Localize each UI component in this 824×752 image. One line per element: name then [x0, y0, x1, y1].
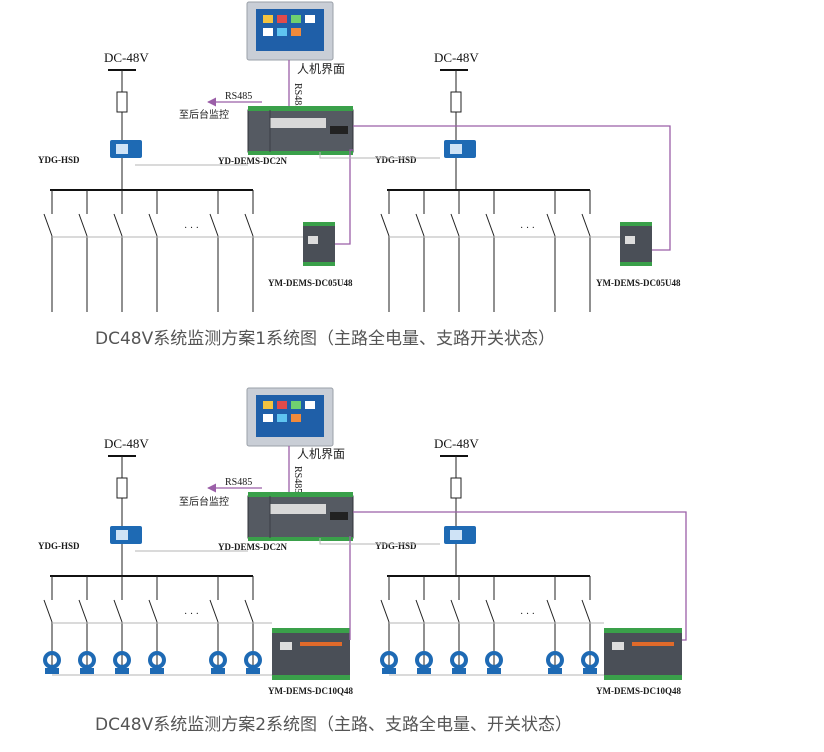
fuse-icon: [450, 477, 462, 499]
scheme-2-caption: DC48V系统监测方案2系统图（主路、支路全电量、开关状态）: [95, 715, 572, 735]
controller-module-icon: [247, 492, 354, 541]
left-module-label: YM-DEMS-DC10Q48: [268, 686, 353, 696]
controller-module-icon: [247, 106, 354, 155]
controller-label: YD-DEMS-DC2N: [218, 542, 287, 552]
scheme-1-caption: DC48V系统监测方案1系统图（主路全电量、支路开关状态）: [95, 329, 555, 349]
rs485-arrow-label: RS485: [225, 91, 252, 102]
left-ellipsis: · · ·: [184, 609, 199, 620]
rs485-arrow-label: RS485: [225, 477, 252, 488]
current-transformer-icon: [380, 651, 599, 674]
right-ellipsis: · · ·: [520, 223, 535, 234]
left-module-icon: [303, 222, 335, 266]
hmi-touchscreen-icon: [246, 387, 334, 447]
hall-sensor-icon: [444, 140, 476, 158]
right-module-label: YM-DEMS-DC05U48: [596, 278, 681, 288]
hmi-touchscreen-icon: [246, 1, 334, 61]
left-sensor-label: YDG-HSD: [38, 541, 80, 551]
left-ellipsis: · · ·: [184, 223, 199, 234]
backend-label: 至后台监控: [179, 495, 229, 508]
right-ellipsis: · · ·: [520, 609, 535, 620]
hall-sensor-icon: [444, 526, 476, 544]
fuse-icon: [116, 91, 128, 113]
scheme-1-diagram: 人机界面 RS485 RS485 至后台监控 YD-DEMS-DC2N DC-4…: [38, 1, 681, 349]
left-module-icon: [272, 628, 350, 680]
rs485-vertical-label: RS485: [292, 83, 303, 110]
right-module-label: YM-DEMS-DC10Q48: [596, 686, 681, 696]
right-module-icon: [604, 628, 682, 680]
right-source-label: DC-48V: [434, 50, 479, 65]
hmi-label: 人机界面: [297, 447, 345, 461]
right-branch-switches: [380, 190, 591, 312]
left-sensor-label: YDG-HSD: [38, 155, 80, 165]
right-sensor-label: YDG-HSD: [375, 541, 417, 551]
rs485-vertical-label: RS485: [292, 466, 303, 493]
fuse-icon: [450, 91, 462, 113]
hall-sensor-icon: [110, 140, 142, 158]
fuse-icon: [116, 477, 128, 499]
left-source-label: DC-48V: [104, 50, 149, 65]
left-module-label: YM-DEMS-DC05U48: [268, 278, 353, 288]
hall-sensor-icon: [110, 526, 142, 544]
right-sensor-label: YDG-HSD: [375, 155, 417, 165]
right-module-icon: [620, 222, 652, 266]
controller-label: YD-DEMS-DC2N: [218, 156, 287, 166]
left-source-label: DC-48V: [104, 436, 149, 451]
hmi-label: 人机界面: [297, 62, 345, 76]
left-branch-switches: [43, 190, 254, 312]
scheme-2-diagram: 人机界面 RS485 RS485 至后台监控 YD-DEMS-DC2N DC-4…: [38, 387, 687, 735]
right-source-label: DC-48V: [434, 436, 479, 451]
current-transformer-icon: [43, 651, 262, 674]
backend-label: 至后台监控: [179, 108, 229, 121]
